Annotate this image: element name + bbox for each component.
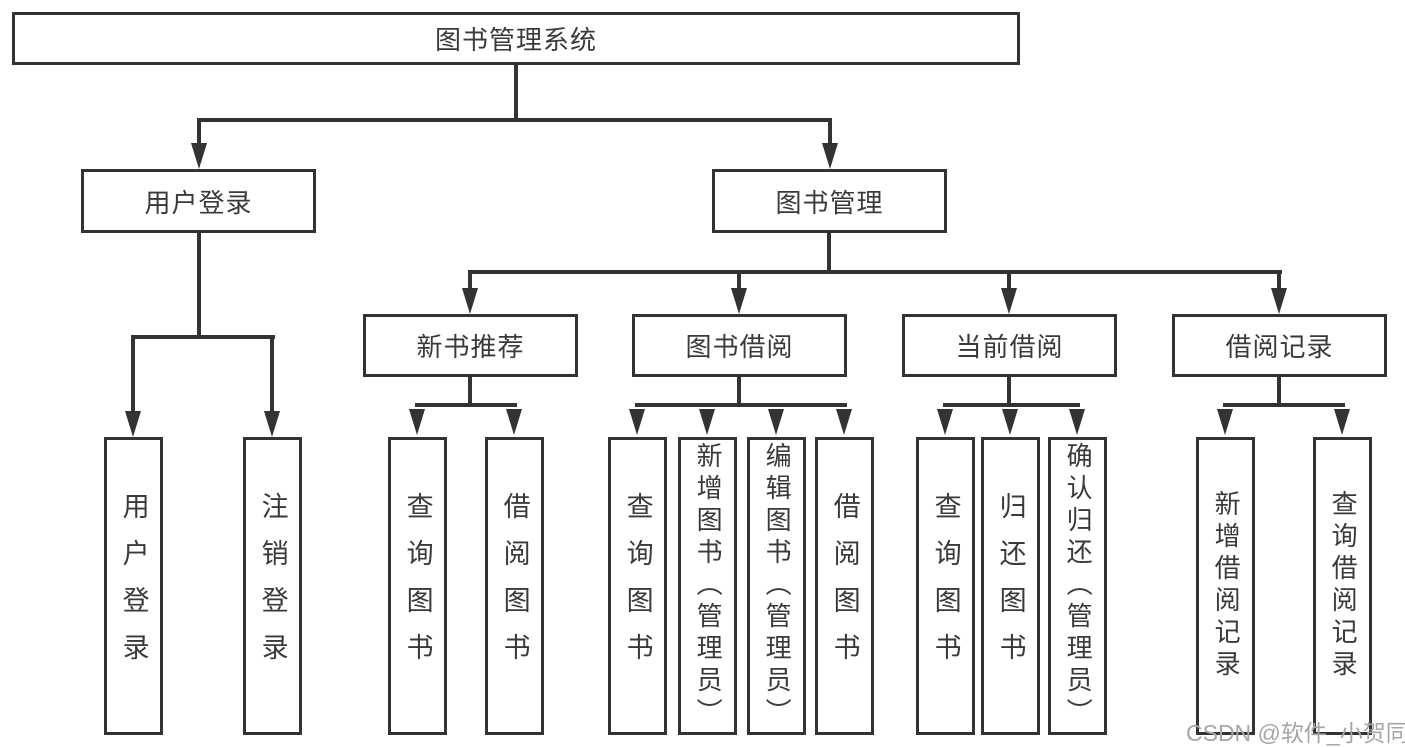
leaf-edit-books-admin: 编辑图书（管理员） xyxy=(747,437,806,735)
arrow-down-icon xyxy=(699,409,715,435)
node-label: 查询图书 xyxy=(930,492,961,680)
connector-line xyxy=(1007,377,1011,407)
node-label: 新书推荐 xyxy=(416,332,525,362)
node-label: 图书管理 xyxy=(775,187,884,218)
connector-line xyxy=(828,118,832,146)
node-book-management: 图书管理 xyxy=(712,169,947,233)
leaf-add-borrow-record: 新增借阅记录 xyxy=(1196,437,1255,735)
leaf-user-login: 用户登录 xyxy=(104,437,163,735)
arrow-down-icon xyxy=(264,411,280,437)
leaf-query-books-borrowing: 查询图书 xyxy=(608,437,667,735)
leaf-borrow-books-recommend: 借阅图书 xyxy=(485,437,544,735)
arrow-down-icon xyxy=(1002,409,1018,435)
arrow-down-icon xyxy=(506,409,522,435)
connector-line xyxy=(197,118,201,146)
node-new-book-recommend: 新书推荐 xyxy=(363,314,578,377)
connector-line xyxy=(1277,270,1281,290)
node-label: 确认归还（管理员） xyxy=(1063,442,1094,730)
connector-line xyxy=(827,233,831,273)
connector-line xyxy=(131,335,275,339)
leaf-add-books-admin: 新增图书（管理员） xyxy=(678,437,737,735)
connector-line xyxy=(737,377,741,407)
node-label: 注销登录 xyxy=(257,492,288,680)
connector-line xyxy=(1007,270,1011,290)
node-label: 查询图书 xyxy=(402,492,433,680)
node-label: 借阅记录 xyxy=(1225,332,1334,362)
arrow-down-icon xyxy=(822,143,838,169)
leaf-return-books: 归还图书 xyxy=(981,437,1040,735)
leaf-query-books-current: 查询图书 xyxy=(916,437,975,735)
node-label: 编辑图书（管理员） xyxy=(762,442,793,730)
node-label: 借阅图书 xyxy=(829,492,860,680)
connector-line xyxy=(197,118,832,122)
node-label: 图书借阅 xyxy=(685,332,794,362)
leaf-query-borrow-record: 查询借阅记录 xyxy=(1313,437,1372,735)
arrow-down-icon xyxy=(731,288,747,314)
node-book-borrowing: 图书借阅 xyxy=(632,314,847,377)
connector-line xyxy=(1277,377,1281,407)
arrow-down-icon xyxy=(836,409,852,435)
node-label: 新增借阅记录 xyxy=(1211,490,1242,682)
arrow-down-icon xyxy=(629,409,645,435)
arrow-down-icon xyxy=(1001,288,1017,314)
arrow-down-icon xyxy=(937,409,953,435)
node-user-login: 用户登录 xyxy=(81,169,316,233)
arrow-down-icon xyxy=(768,409,784,435)
connector-line xyxy=(468,270,472,290)
csdn-watermark: CSDN @软件_小贺同学 xyxy=(1186,720,1405,746)
leaf-borrow-books-borrowing: 借阅图书 xyxy=(815,437,874,735)
arrow-down-icon xyxy=(1271,288,1287,314)
leaf-logout-login: 注销登录 xyxy=(243,437,302,735)
arrow-down-icon xyxy=(125,411,141,437)
leaf-query-books-recommend: 查询图书 xyxy=(388,437,447,735)
node-label: 查询图书 xyxy=(622,492,653,680)
connector-line xyxy=(415,403,517,407)
node-library-system: 图书管理系统 xyxy=(12,12,1020,65)
connector-line xyxy=(468,377,472,407)
node-label: 当前借阅 xyxy=(955,332,1064,362)
node-label: 用户登录 xyxy=(118,492,149,680)
node-label: 新增图书（管理员） xyxy=(693,442,724,730)
connector-line xyxy=(514,63,518,120)
connector-line xyxy=(1223,403,1345,407)
connector-line xyxy=(468,270,1282,274)
node-label: 用户登录 xyxy=(144,187,253,218)
node-current-borrowing: 当前借阅 xyxy=(902,314,1117,377)
node-label: 查询借阅记录 xyxy=(1328,490,1359,682)
arrow-down-icon xyxy=(191,143,207,169)
connector-line xyxy=(131,335,135,413)
arrow-down-icon xyxy=(462,288,478,314)
leaf-confirm-return-admin: 确认归还（管理员） xyxy=(1048,437,1107,735)
node-borrowing-records: 借阅记录 xyxy=(1172,314,1387,377)
arrow-down-icon xyxy=(1217,409,1233,435)
arrow-down-icon xyxy=(409,409,425,435)
node-label: 图书管理系统 xyxy=(434,25,597,55)
connector-line xyxy=(197,233,201,339)
node-label: 借阅图书 xyxy=(499,492,530,680)
connector-line xyxy=(270,335,274,413)
connector-line xyxy=(737,270,741,290)
connector-line xyxy=(635,403,847,407)
arrow-down-icon xyxy=(1069,409,1085,435)
node-label: 归还图书 xyxy=(995,492,1026,680)
arrow-down-icon xyxy=(1334,409,1350,435)
connector-line xyxy=(943,403,1080,407)
